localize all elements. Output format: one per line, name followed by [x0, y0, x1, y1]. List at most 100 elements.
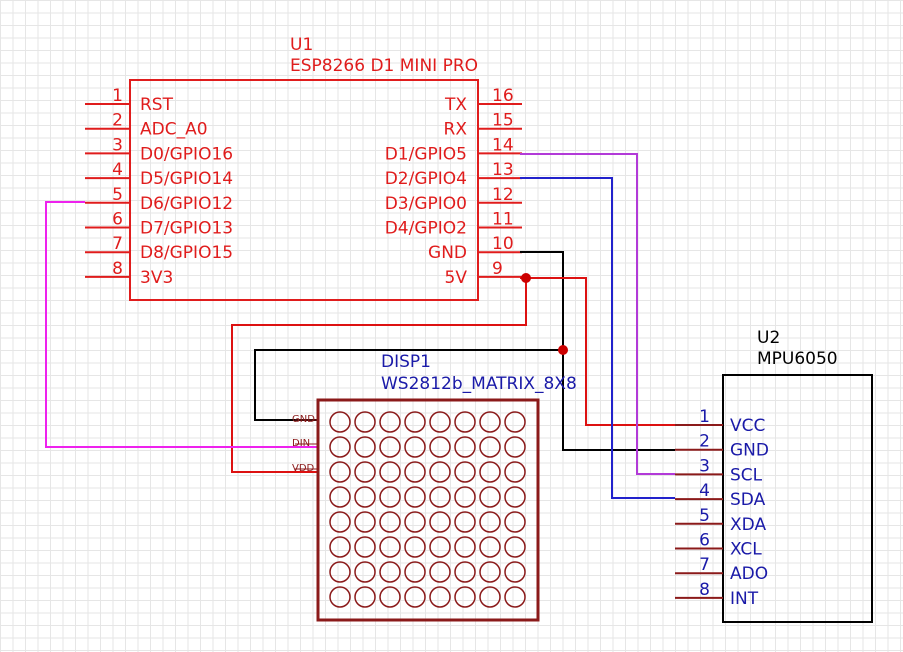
led-cell — [379, 436, 401, 458]
u2-pin-number: 2 — [699, 432, 710, 452]
led-cell — [329, 536, 351, 558]
u1-pin-number: 11 — [492, 210, 514, 230]
led-cell — [379, 561, 401, 583]
led-cell — [479, 486, 501, 508]
u1-body — [129, 79, 479, 301]
led-cell — [429, 486, 451, 508]
led-cell — [404, 486, 426, 508]
led-cell — [354, 411, 376, 433]
u1-pin-name: TX — [444, 95, 467, 115]
u2-pin-name: SCL — [730, 465, 763, 485]
disp1-body — [316, 398, 540, 622]
led-cell — [454, 511, 476, 533]
disp1-pin-gnd: GND — [292, 414, 315, 425]
led-cell — [504, 436, 526, 458]
led-grid — [329, 411, 526, 608]
led-cell — [454, 536, 476, 558]
led-cell — [479, 461, 501, 483]
led-cell — [379, 511, 401, 533]
u1-pin-name: D2/GPIO4 — [385, 169, 467, 189]
u2-pin-number: 5 — [699, 506, 710, 526]
led-cell — [354, 586, 376, 608]
u2-value: MPU6050 — [757, 349, 838, 369]
led-cell — [504, 461, 526, 483]
wire-scl[interactable] — [520, 153, 675, 475]
led-cell — [379, 411, 401, 433]
disp1-pin-din: DIN — [292, 438, 310, 449]
junction-5v — [521, 273, 531, 283]
led-cell — [354, 436, 376, 458]
u2-ref: U2 — [757, 328, 780, 348]
led-cell — [454, 411, 476, 433]
led-cell — [354, 461, 376, 483]
led-cell — [329, 586, 351, 608]
wire-gnd-disp[interactable] — [254, 349, 563, 421]
led-cell — [379, 486, 401, 508]
led-cell — [429, 586, 451, 608]
u1-pin-name: GND — [428, 243, 467, 263]
u1-pin-name: RX — [444, 120, 468, 140]
u1-pin-name: RST — [140, 95, 174, 115]
u1-pin-name: D7/GPIO13 — [140, 219, 233, 239]
led-cell — [329, 486, 351, 508]
led-cell — [404, 536, 426, 558]
u1-pin-name: D5/GPIO14 — [140, 169, 233, 189]
u2-pin-number: 6 — [699, 531, 710, 551]
u1-pin-number: 13 — [492, 160, 514, 180]
led-cell — [504, 411, 526, 433]
wire-din[interactable] — [45, 201, 318, 448]
led-cell — [429, 461, 451, 483]
u1-pin-name: D4/GPIO2 — [385, 219, 467, 239]
u1-pin-number: 14 — [492, 135, 514, 155]
wire-5v-disp[interactable] — [231, 278, 527, 473]
led-cell — [454, 436, 476, 458]
led-cell — [379, 461, 401, 483]
u1-pin-number: 5 — [112, 185, 123, 205]
led-cell — [504, 586, 526, 608]
u2-pin-name: SDA — [730, 490, 766, 510]
u2-pin-name: XDA — [730, 515, 766, 535]
u1-pin-number: 2 — [112, 111, 123, 131]
u1-pin-name: ADC_A0 — [140, 120, 208, 140]
u1-pin-number: 6 — [112, 210, 123, 230]
u1-pin-number: 16 — [492, 86, 514, 106]
led-cell — [454, 561, 476, 583]
led-cell — [504, 561, 526, 583]
disp1-ws2812b-matrix[interactable]: DISP1 WS2812b_MATRIX_8X8 GND DIN VDD — [292, 352, 577, 622]
led-cell — [479, 586, 501, 608]
u2-pin-name: VCC — [730, 416, 765, 436]
led-cell — [479, 536, 501, 558]
led-cell — [329, 436, 351, 458]
led-cell — [429, 536, 451, 558]
u1-pin-number: 12 — [492, 185, 514, 205]
led-cell — [329, 411, 351, 433]
u1-pin-name: D6/GPIO12 — [140, 194, 233, 214]
led-cell — [404, 561, 426, 583]
wire-5v-u1-u2[interactable] — [520, 277, 675, 426]
led-cell — [354, 561, 376, 583]
u1-pin-name: 3V3 — [140, 268, 173, 288]
led-cell — [354, 511, 376, 533]
u1-pin-number: 10 — [492, 234, 514, 254]
u2-pin-number: 3 — [699, 456, 710, 476]
junction-gnd — [558, 345, 568, 355]
u1-pin-number: 15 — [492, 111, 514, 131]
u2-pin-name: INT — [730, 589, 759, 609]
led-cell — [454, 586, 476, 608]
u1-pin-name: D3/GPIO0 — [385, 194, 467, 214]
u2-pin-name: GND — [730, 441, 769, 461]
led-cell — [329, 561, 351, 583]
led-cell — [479, 436, 501, 458]
u1-value: ESP8266 D1 MINI PRO — [290, 56, 478, 76]
disp1-pin-vdd: VDD — [292, 463, 315, 474]
led-cell — [429, 411, 451, 433]
led-cell — [329, 461, 351, 483]
wire-sda[interactable] — [520, 177, 675, 499]
u1-pin-name: D1/GPIO5 — [385, 144, 467, 164]
led-cell — [404, 586, 426, 608]
